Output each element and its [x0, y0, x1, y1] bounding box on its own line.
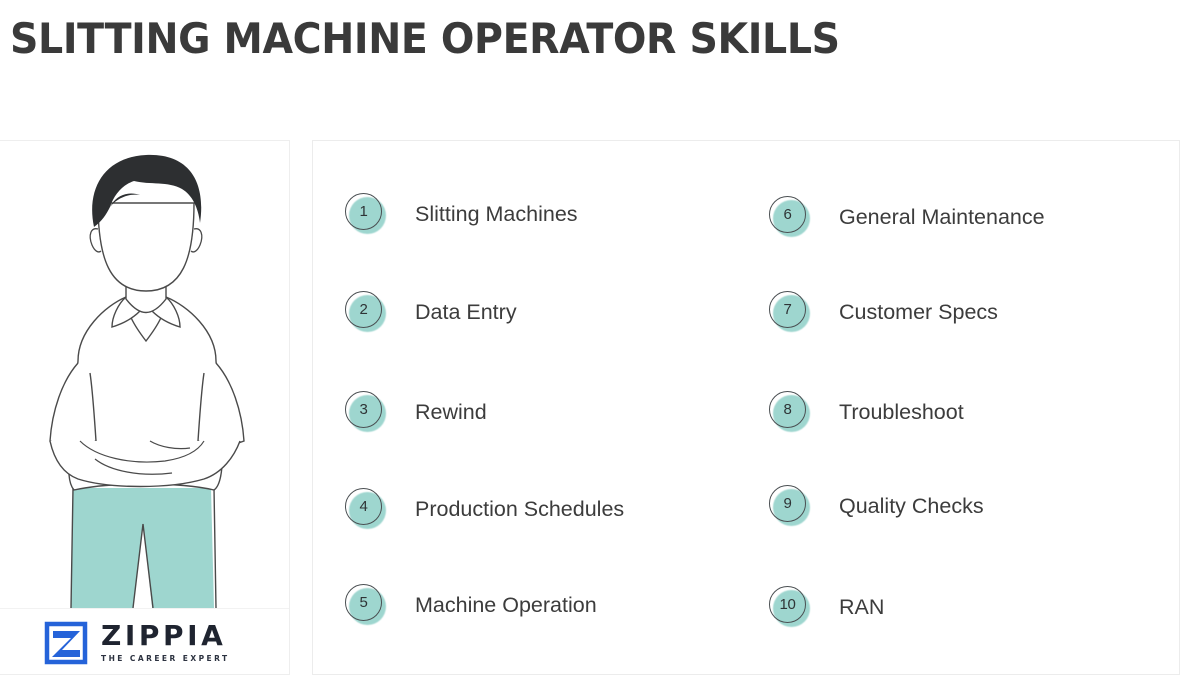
skill-number: 9: [783, 495, 792, 512]
zippia-wordmark: ZIPPIA THE CAREER EXPERT: [101, 619, 230, 664]
skills-column-left: 1 Slitting Machines 2 Data Entry: [313, 141, 746, 674]
skill-number-badge: 4: [344, 487, 388, 531]
skill-number: 7: [783, 301, 792, 318]
badge-ring-icon: 9: [769, 485, 806, 522]
zippia-name: ZIPPIA: [101, 619, 227, 652]
skill-item: 7 Customer Specs: [768, 289, 998, 335]
illustration-panel: ZIPPIA THE CAREER EXPERT: [0, 140, 290, 675]
skill-item: 6 General Maintenance: [768, 194, 1045, 240]
skill-number-badge: 10: [768, 585, 812, 629]
badge-ring-icon: 6: [769, 196, 806, 233]
skill-number-badge: 2: [344, 290, 388, 334]
skill-label: Machine Operation: [415, 592, 597, 617]
skill-number-badge: 6: [768, 195, 812, 239]
skill-item: 5 Machine Operation: [344, 582, 597, 628]
skill-item: 8 Troubleshoot: [768, 389, 964, 435]
page-title: SLITTING MACHINE OPERATOR SKILLS: [10, 14, 840, 63]
skill-number-badge: 8: [768, 390, 812, 434]
skills-column-right: 6 General Maintenance 7 Customer Specs: [746, 141, 1179, 674]
skill-number: 1: [359, 203, 368, 220]
skill-label: Quality Checks: [839, 493, 984, 518]
badge-ring-icon: 10: [769, 586, 806, 623]
skill-number: 2: [359, 301, 368, 318]
skill-number-badge: 9: [768, 484, 812, 528]
skill-number-badge: 7: [768, 290, 812, 334]
badge-ring-icon: 3: [345, 391, 382, 428]
badge-ring-icon: 1: [345, 193, 382, 230]
zippia-tagline: THE CAREER EXPERT: [101, 654, 230, 663]
skill-item: 4 Production Schedules: [344, 486, 624, 532]
skill-number: 5: [359, 594, 368, 611]
skill-label: RAN: [839, 594, 885, 619]
zippia-z-mark-icon: [44, 621, 88, 665]
badge-ring-icon: 8: [769, 391, 806, 428]
skill-label: Data Entry: [415, 299, 517, 324]
skill-label: General Maintenance: [839, 204, 1045, 229]
skill-number-badge: 5: [344, 583, 388, 627]
badge-ring-icon: 7: [769, 291, 806, 328]
skill-number: 8: [783, 401, 792, 418]
badge-ring-icon: 2: [345, 291, 382, 328]
skill-item: 2 Data Entry: [344, 289, 517, 335]
skill-label: Slitting Machines: [415, 201, 578, 226]
badge-ring-icon: 5: [345, 584, 382, 621]
skills-columns: 1 Slitting Machines 2 Data Entry: [313, 141, 1179, 674]
skill-label: Troubleshoot: [839, 399, 964, 424]
zippia-logo: ZIPPIA THE CAREER EXPERT: [0, 608, 289, 674]
skill-number: 6: [783, 206, 792, 223]
skill-number: 4: [359, 498, 368, 515]
skill-item: 3 Rewind: [344, 389, 487, 435]
person-illustration-icon: [49, 154, 245, 608]
skill-number: 3: [359, 401, 368, 418]
skills-panel: 1 Slitting Machines 2 Data Entry: [312, 140, 1180, 675]
skill-label: Customer Specs: [839, 299, 998, 324]
skill-number-badge: 1: [344, 192, 388, 236]
skill-number: 10: [779, 596, 796, 613]
skill-number-badge: 3: [344, 390, 388, 434]
skill-item: 10 RAN: [768, 584, 884, 630]
skill-label: Production Schedules: [415, 496, 625, 521]
skill-item: 9 Quality Checks: [768, 483, 984, 529]
skill-label: Rewind: [415, 399, 487, 424]
badge-ring-icon: 4: [345, 488, 382, 525]
skill-item: 1 Slitting Machines: [344, 191, 578, 237]
